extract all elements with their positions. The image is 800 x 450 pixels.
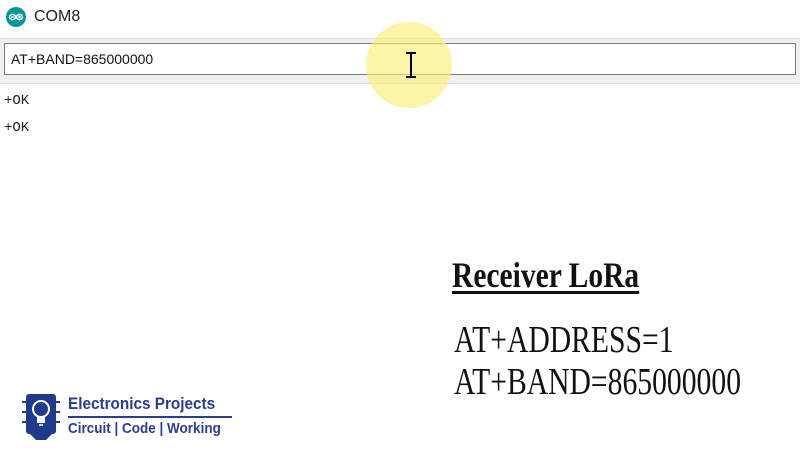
title-bar: COM8 bbox=[0, 0, 800, 36]
serial-output: +OK +OK bbox=[4, 88, 794, 142]
logo-tagline: Circuit | Code | Working bbox=[68, 420, 221, 437]
arduino-icon bbox=[6, 7, 26, 27]
logo-title: Electronics Projects bbox=[68, 394, 216, 413]
lightbulb-chip-icon bbox=[22, 394, 60, 440]
overlay-command-band: AT+BAND=865000000 bbox=[454, 361, 742, 403]
send-bar bbox=[0, 38, 800, 84]
window-title: COM8 bbox=[34, 8, 81, 25]
overlay-command-address: AT+ADDRESS=1 bbox=[454, 319, 674, 361]
overlay-heading: Receiver LoRa bbox=[452, 255, 640, 295]
serial-command-input[interactable] bbox=[4, 43, 796, 75]
output-line: +OK bbox=[4, 93, 30, 109]
channel-logo: Electronics Projects Circuit | Code | Wo… bbox=[22, 392, 232, 442]
logo-divider bbox=[68, 416, 232, 418]
output-line: +OK bbox=[4, 120, 30, 136]
